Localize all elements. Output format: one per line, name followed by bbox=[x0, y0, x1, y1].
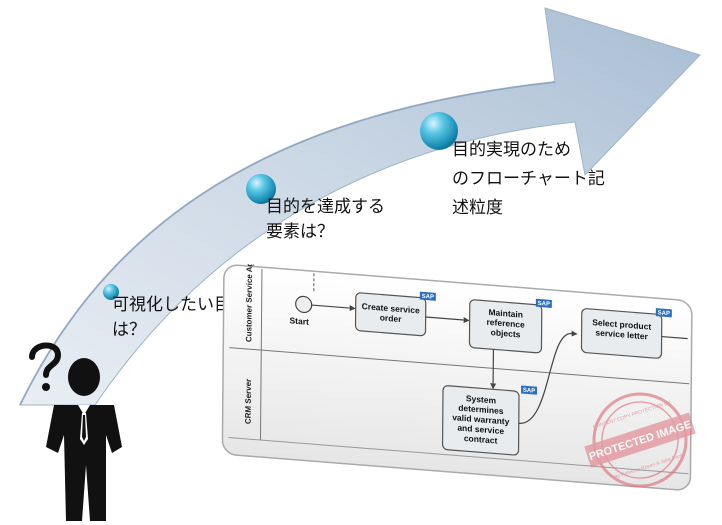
svg-text:SAP: SAP bbox=[422, 294, 434, 301]
lane-label-customer: Customer Service Age bbox=[244, 262, 254, 342]
task-maintain-reference-objects: Maintain reference objects SAP bbox=[469, 293, 551, 353]
svg-text:SAP: SAP bbox=[538, 301, 550, 308]
svg-text:order: order bbox=[380, 312, 402, 324]
milestone-label-3: 目的実現のため のフローチャート記 述粒度 bbox=[452, 136, 605, 223]
milestone-3-line-2: のフローチャート記 bbox=[452, 165, 605, 194]
lane-label-crm: CRM Server bbox=[244, 378, 253, 424]
milestone-2-line-1: 目的を達成する bbox=[266, 195, 385, 220]
protected-image-stamp: PROTECTED IMAGE CONTENT COPY PROTECTION … bbox=[575, 385, 705, 495]
milestone-label-2: 目的を達成する 要素は？ bbox=[266, 195, 385, 245]
thinking-person-icon bbox=[18, 335, 128, 525]
start-event bbox=[296, 296, 312, 313]
start-label: Start bbox=[289, 315, 309, 327]
milestone-3-line-3: 述粒度 bbox=[452, 194, 605, 223]
svg-text:SAP: SAP bbox=[523, 388, 535, 395]
milestone-2-line-2: 要素は？ bbox=[266, 220, 385, 245]
milestone-3-line-1: 目的実現のため bbox=[452, 136, 605, 165]
svg-text:SAP: SAP bbox=[658, 310, 670, 317]
